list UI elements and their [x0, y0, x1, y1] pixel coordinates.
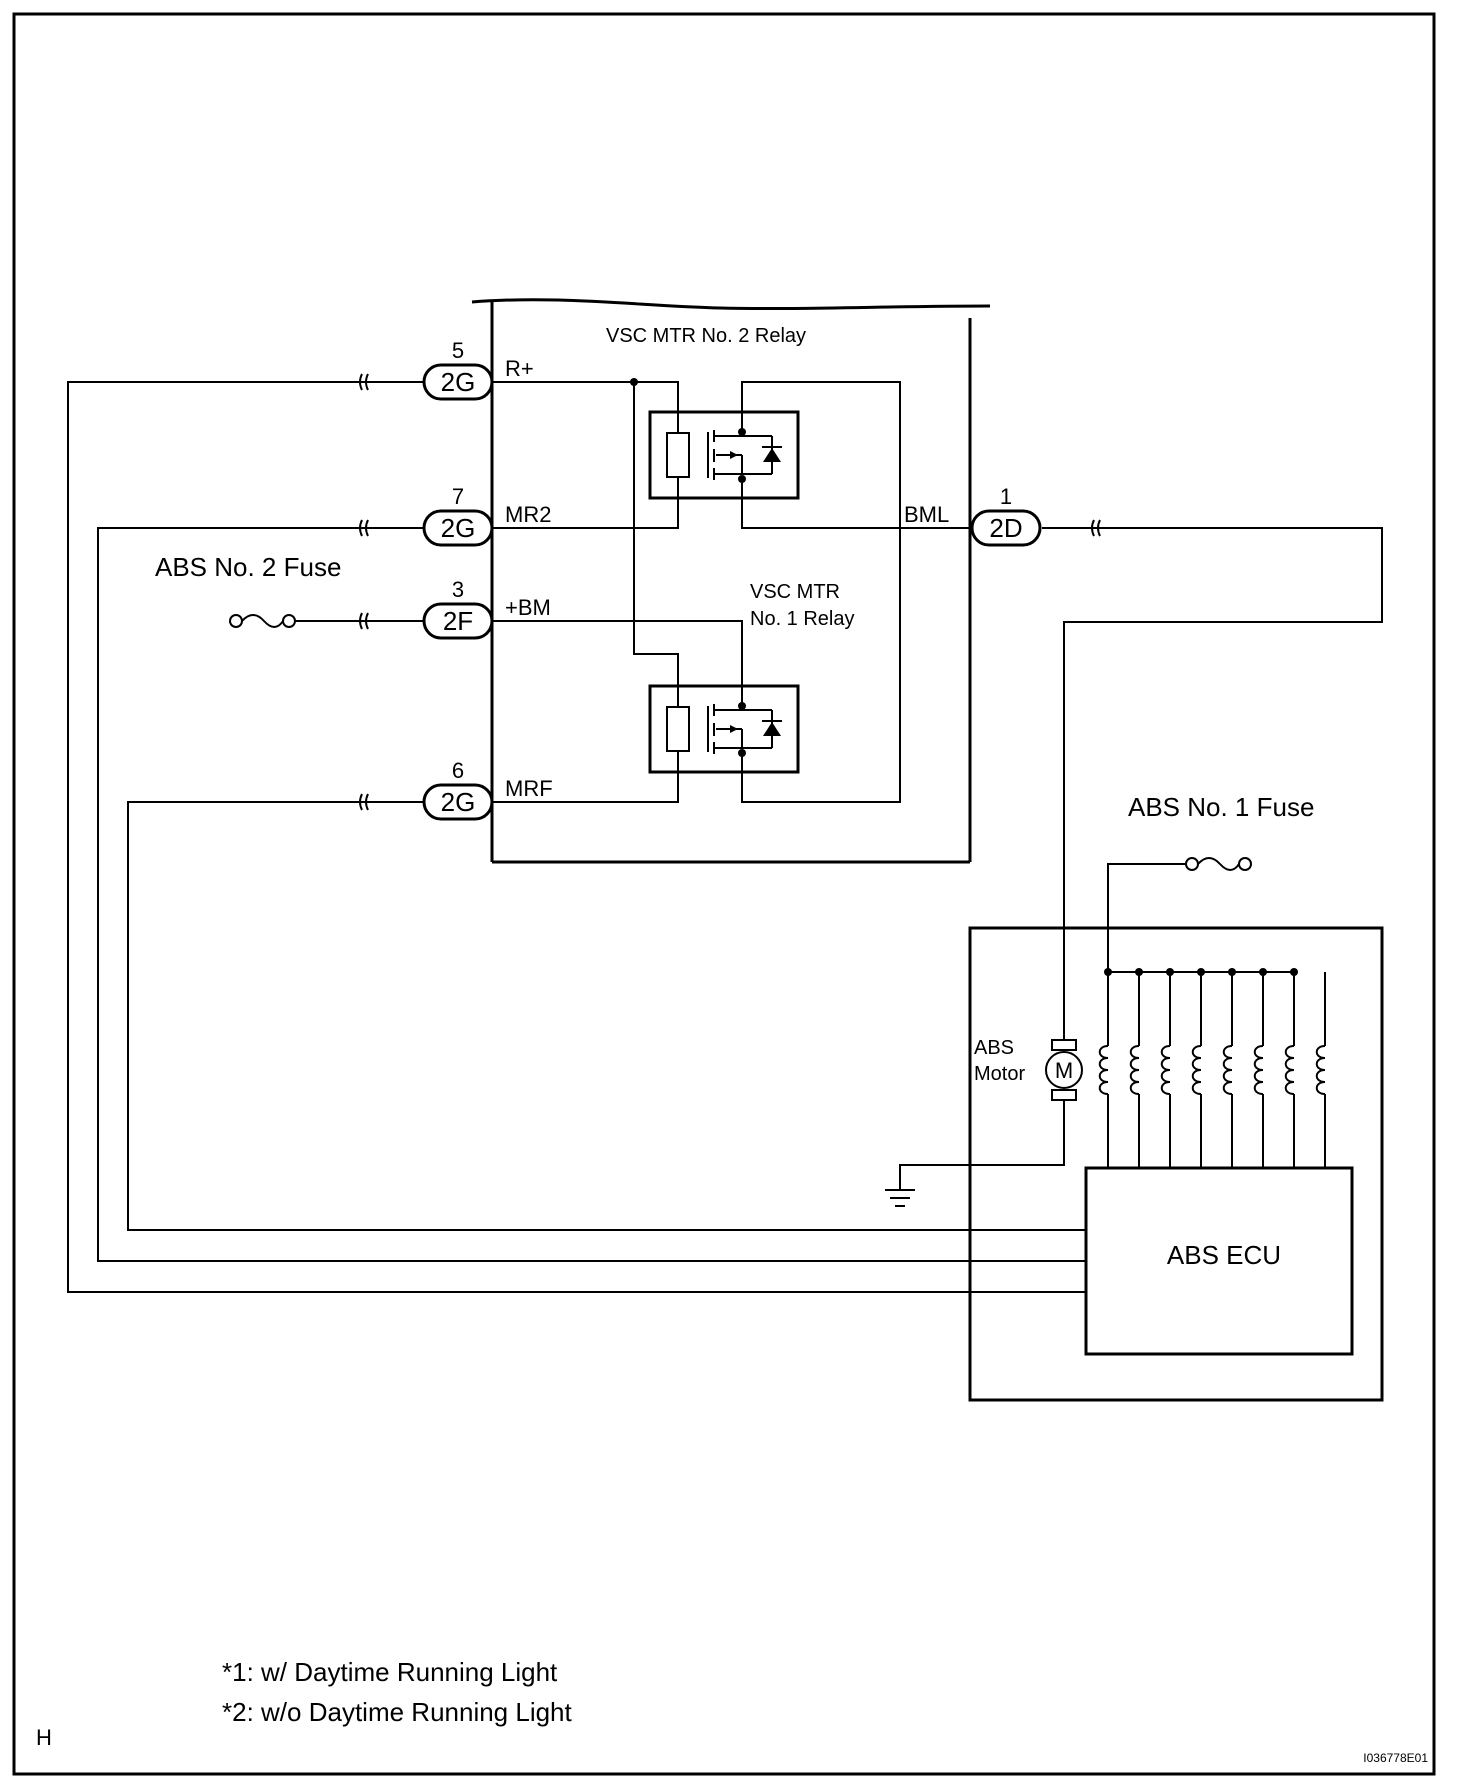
- terminal-bm: +BM: [505, 595, 551, 620]
- solenoid-coil: [1160, 968, 1174, 1168]
- solenoid-coil: [1253, 968, 1267, 1168]
- abs-no2-fuse-label: ABS No. 2 Fuse: [155, 552, 341, 582]
- abs-motor-label-line2: Motor: [974, 1063, 1025, 1085]
- solenoid-coil: [1222, 968, 1236, 1168]
- abs-ecu-label: ABS ECU: [1167, 1240, 1281, 1270]
- diagram-frame: [12, 12, 1436, 1776]
- ground-icon: [885, 1189, 915, 1207]
- connector-code: 2G: [441, 367, 476, 397]
- connector-oval: [422, 363, 494, 401]
- terminal-mr2: MR2: [505, 502, 551, 527]
- connector-6-2g: 2G6: [422, 758, 494, 821]
- abs-motor-label-line1: ABS: [974, 1037, 1014, 1059]
- connector-oval: [422, 509, 494, 547]
- connector-pin-number: 1: [1000, 484, 1012, 509]
- abs-actuator-box: [968, 926, 1384, 1402]
- abs-motor-symbol-letter: M: [1055, 1058, 1073, 1083]
- connector-3-2f: 2F3: [422, 577, 494, 640]
- connector-7-2g: 2G7: [422, 484, 494, 547]
- connector-5-2g: 2G5: [422, 338, 494, 401]
- connector-1-2d: 2D1: [970, 484, 1042, 547]
- solenoid-group: [1098, 968, 1326, 1168]
- relay2-symbol: [648, 410, 800, 500]
- connector-pin-number: 3: [452, 577, 464, 602]
- relay-block-internal-wiring: [492, 378, 970, 803]
- solenoid-coil: [1284, 968, 1298, 1168]
- relay1-symbol: [648, 684, 800, 774]
- abs-motor-symbol: [1045, 1039, 1083, 1101]
- terminal-mrf: MRF: [505, 776, 553, 801]
- relay1-title-line2: No. 1 Relay: [750, 608, 855, 630]
- connector-code: 2D: [989, 513, 1022, 543]
- solenoid-coil: [1191, 968, 1205, 1168]
- solenoid-coil: [1315, 972, 1326, 1168]
- connector-code: 2G: [441, 787, 476, 817]
- connector-oval: [422, 783, 494, 821]
- connector-pin-number: 7: [452, 484, 464, 509]
- solenoid-coil: [1098, 968, 1112, 1168]
- corner-letter: H: [36, 1725, 52, 1750]
- figure-id: I036778E01: [1363, 1751, 1428, 1765]
- connector-pin-number: 5: [452, 338, 464, 363]
- relay1-title-line1: VSC MTR: [750, 581, 840, 603]
- note-2: *2: w/o Daytime Running Light: [222, 1697, 573, 1727]
- abs-no2-fuse-symbol: [229, 614, 296, 628]
- abs-no1-fuse-label: ABS No. 1 Fuse: [1128, 792, 1314, 822]
- note-1: *1: w/ Daytime Running Light: [222, 1657, 558, 1687]
- solenoid-coil: [1129, 968, 1143, 1168]
- connector-pin-number: 6: [452, 758, 464, 783]
- terminal-bml: BML: [904, 502, 949, 527]
- abs-no1-fuse-symbol: [1185, 857, 1252, 871]
- external-wiring: [67, 381, 1383, 1293]
- connector-code: 2F: [443, 606, 473, 636]
- terminal-r-plus: R+: [505, 356, 534, 381]
- connector-oval: [970, 509, 1042, 547]
- relay-block: [471, 298, 991, 864]
- relay2-title: VSC MTR No. 2 Relay: [606, 325, 806, 347]
- abs-ecu-box: [1084, 1166, 1354, 1356]
- connector-oval: [422, 602, 494, 640]
- connector-code: 2G: [441, 513, 476, 543]
- wire-break-marks: [359, 373, 1101, 811]
